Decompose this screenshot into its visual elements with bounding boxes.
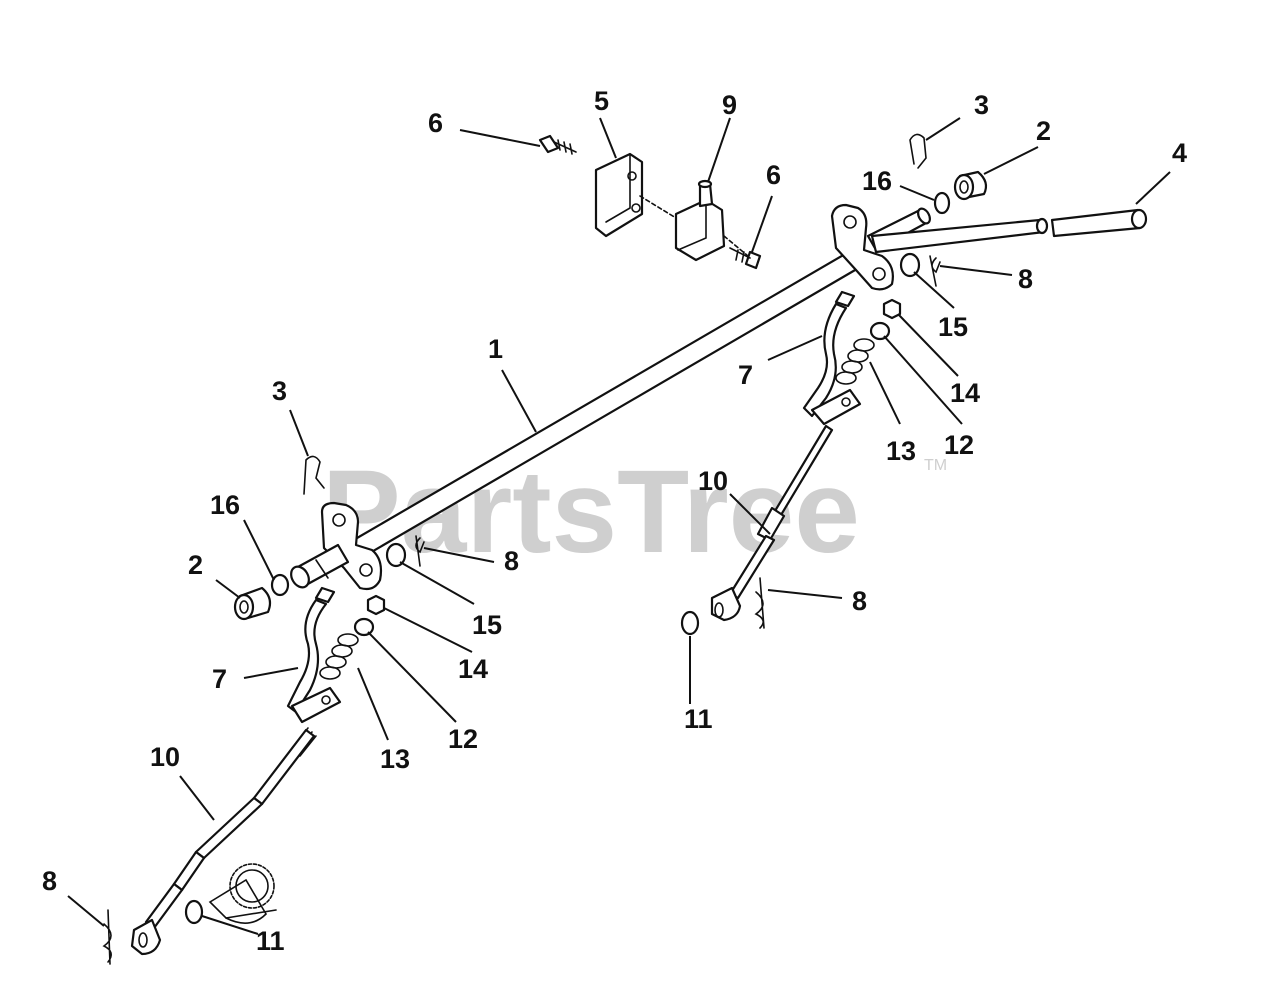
callout-15-left: 15 bbox=[472, 610, 502, 640]
callout-5: 5 bbox=[594, 86, 609, 116]
part-right-bracket bbox=[830, 203, 894, 291]
callout-3-right: 3 bbox=[974, 90, 989, 120]
part-nut-14-left bbox=[366, 594, 386, 616]
callout-9: 9 bbox=[722, 90, 737, 120]
callout-12-right: 12 bbox=[944, 430, 974, 460]
part-switch-9 bbox=[674, 179, 726, 262]
part-rod bbox=[870, 208, 1148, 254]
part-washer-15-left bbox=[385, 542, 407, 568]
callout-16-left: 16 bbox=[210, 490, 240, 520]
leader-lines bbox=[67, 117, 1171, 935]
part-washer-12-right bbox=[869, 321, 891, 341]
part-hairpin-3-left bbox=[303, 455, 325, 495]
callout-8-a: 8 bbox=[1018, 264, 1033, 294]
part-clip-8-d bbox=[102, 909, 112, 965]
part-spring-13-right bbox=[835, 338, 875, 385]
callout-16-right: 16 bbox=[862, 166, 892, 196]
callout-7-left: 7 bbox=[212, 664, 227, 694]
part-clip-8-a bbox=[929, 255, 941, 287]
callout-12-left: 12 bbox=[448, 724, 478, 754]
callout-4: 4 bbox=[1172, 138, 1187, 168]
callout-6-right: 6 bbox=[766, 160, 781, 190]
callout-10-right: 10 bbox=[698, 466, 728, 496]
part-washer-16-right bbox=[933, 191, 951, 215]
part-hairpin-3-right bbox=[909, 133, 927, 169]
part-lift-link-right bbox=[802, 290, 862, 426]
callout-6-left: 6 bbox=[428, 108, 443, 138]
callout-8-b: 8 bbox=[504, 546, 519, 576]
part-screw-6-right bbox=[729, 247, 762, 270]
part-spring-13-left bbox=[319, 633, 359, 680]
callout-15-right: 15 bbox=[938, 312, 968, 342]
callout-11-left: 11 bbox=[256, 926, 285, 956]
callouts: 1 2 2 3 3 4 5 6 6 7 7 8 8 8 8 9 10 10 11… bbox=[42, 86, 1187, 956]
callout-11-right: 11 bbox=[684, 704, 713, 734]
part-lift-link-left bbox=[286, 586, 342, 724]
callout-7-right: 7 bbox=[738, 360, 753, 390]
callout-14-right: 14 bbox=[950, 378, 980, 408]
part-bushing-right bbox=[953, 170, 988, 201]
part-gear-assembly bbox=[208, 863, 277, 924]
part-screw-6-left bbox=[538, 134, 577, 155]
part-lift-rod-left bbox=[130, 727, 317, 956]
part-washer-15-right bbox=[899, 252, 921, 278]
part-left-bracket bbox=[320, 501, 383, 591]
callout-10-left: 10 bbox=[150, 742, 180, 772]
callout-8-c: 8 bbox=[852, 586, 867, 616]
part-nut-14-right bbox=[882, 298, 902, 320]
watermark-tm: TM bbox=[924, 457, 947, 474]
callout-14-left: 14 bbox=[458, 654, 488, 684]
part-left-pivot bbox=[290, 543, 350, 589]
part-lift-rod-right bbox=[710, 424, 834, 622]
callout-1: 1 bbox=[488, 334, 503, 364]
part-washer-11-right bbox=[680, 610, 700, 636]
part-clip-8-b bbox=[415, 535, 425, 567]
callout-3-left: 3 bbox=[272, 376, 287, 406]
assembly-dash-lines bbox=[639, 195, 749, 257]
part-washer-12-left bbox=[353, 617, 375, 637]
callout-2-right: 2 bbox=[1036, 116, 1051, 146]
part-bracket-5 bbox=[594, 152, 644, 238]
part-bushing-left bbox=[233, 586, 272, 621]
callout-13-right: 13 bbox=[886, 436, 916, 466]
callout-2-left: 2 bbox=[188, 550, 203, 580]
part-washer-11-left bbox=[184, 899, 204, 925]
callout-13-left: 13 bbox=[380, 744, 410, 774]
part-washer-16-left bbox=[270, 573, 290, 597]
callout-8-d: 8 bbox=[42, 866, 57, 896]
part-clip-8-c bbox=[754, 577, 765, 629]
